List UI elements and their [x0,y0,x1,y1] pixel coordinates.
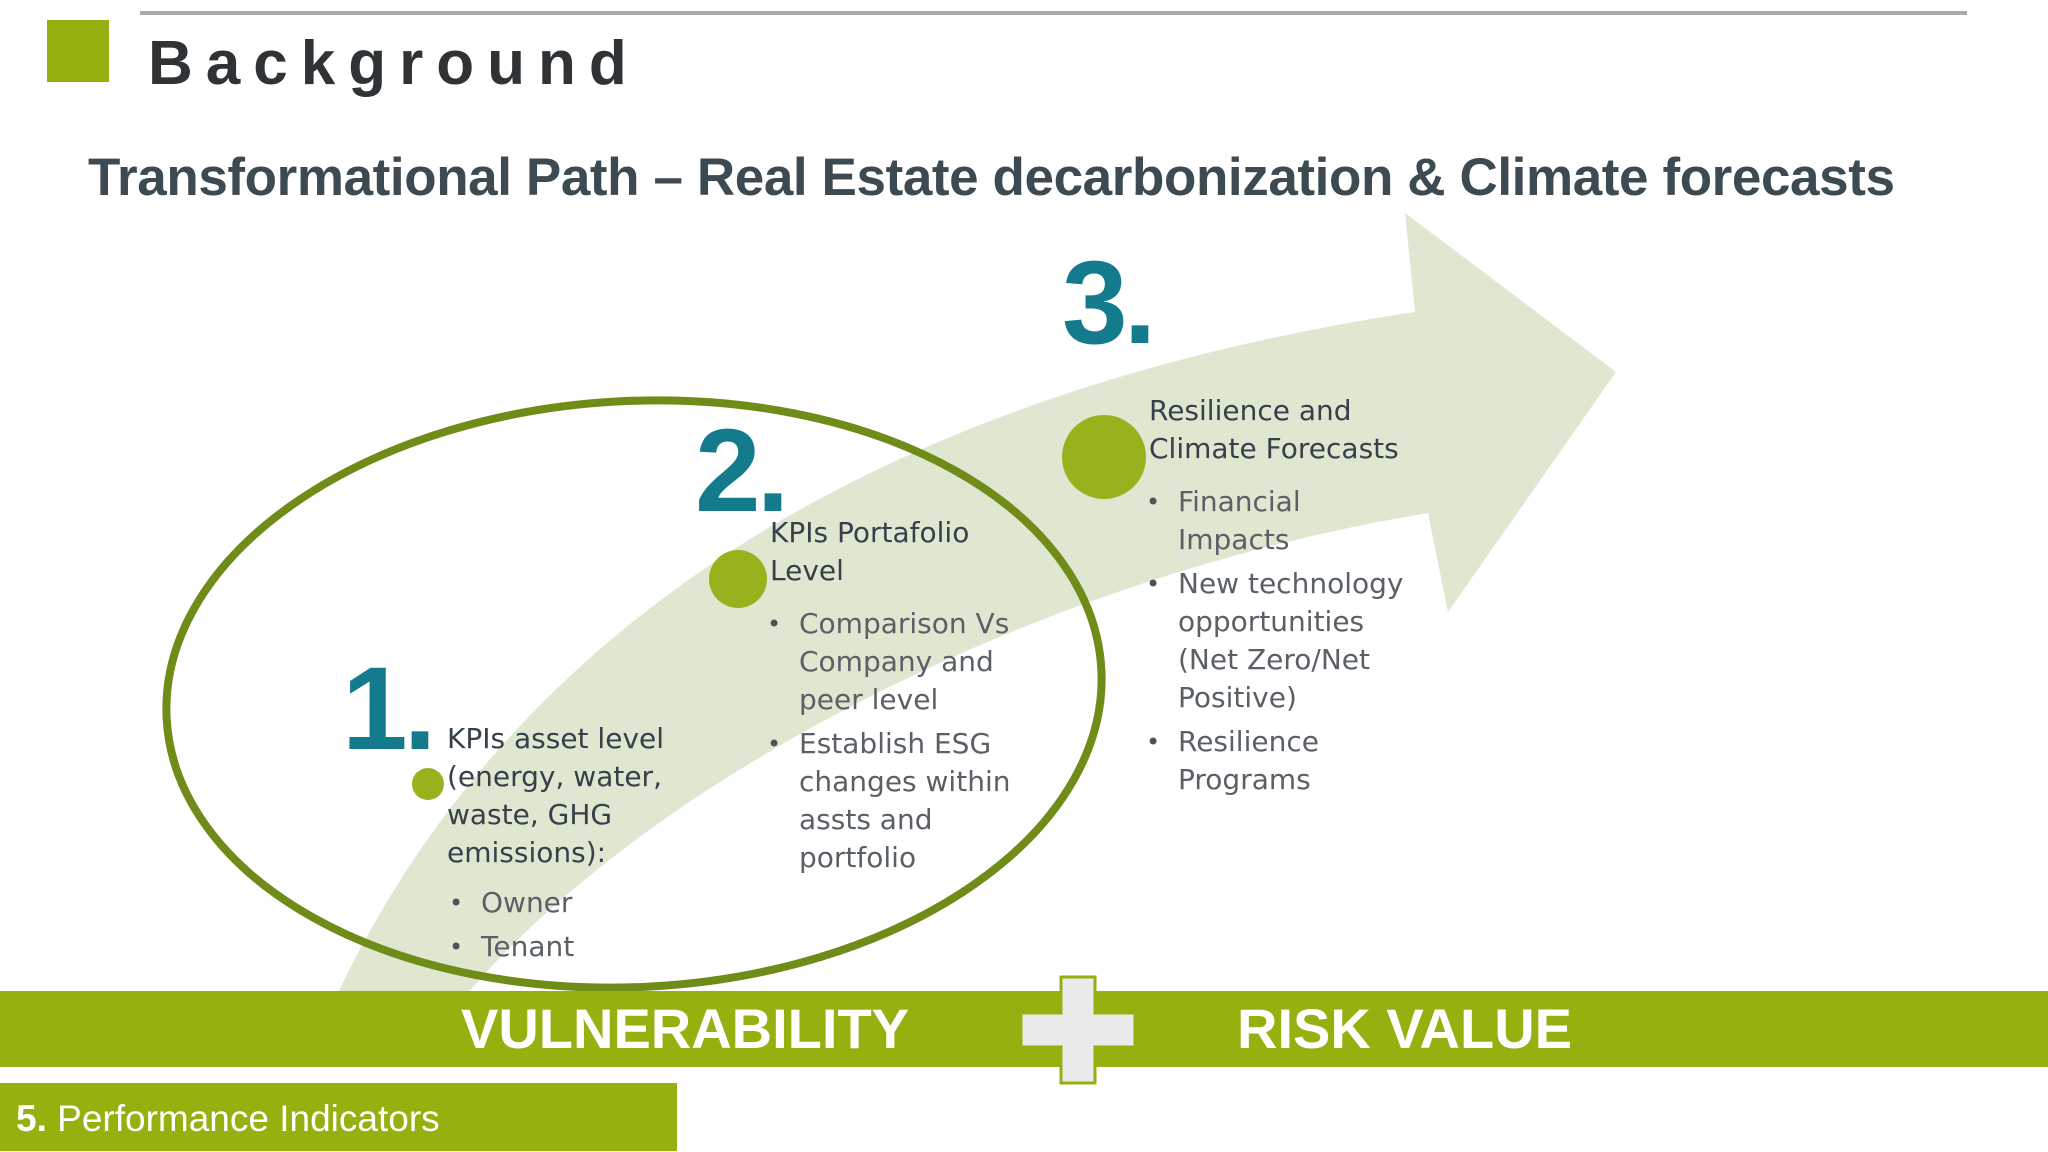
header-accent-square [47,20,109,82]
transformation-arrow [338,213,1616,993]
footer-section-title: Performance Indicators [57,1098,440,1139]
step-1-title: KPIs asset level (energy, water, waste, … [447,720,664,872]
step-1-bullet: Owner [443,884,574,922]
step-1-bullet-list: Owner Tenant [443,884,574,972]
step-3-bullet: Financial Impacts [1140,483,1403,559]
step-3-bullet: New technology opportunities (Net Zero/N… [1140,565,1403,717]
section-title: Background [148,29,640,98]
step-1-number: 1. [342,643,436,775]
step-2-title: KPIs Portafolio Level [770,514,969,590]
step-3-number: 3. [1062,237,1156,369]
step-3-dot-icon [1062,415,1146,499]
step-2-bullet-list: Comparison Vs Company and peer level Est… [761,605,1010,883]
step-2-bullet: Comparison Vs Company and peer level [761,605,1010,719]
step-1-dot-icon [412,768,444,800]
step-3-bullet-list: Financial Impacts New technology opportu… [1140,483,1403,805]
step-2-dot-icon [709,550,767,608]
slide-title: Transformational Path – Real Estate deca… [88,148,1895,207]
plus-icon [1019,975,1137,1085]
scope-ellipse [162,396,1106,992]
step-3-title-text: Resilience and Climate Forecasts [1149,394,1399,465]
step-1-title-text: KPIs asset level (energy, water, waste, … [447,722,665,869]
step-2-number: 2. [695,405,789,537]
footer-label: 5. Performance Indicators [16,1094,440,1144]
step-3-title: Resilience and Climate Forecasts [1149,392,1399,468]
footer-tab [0,1083,677,1151]
header-divider [140,11,1967,15]
step-2-bullet: Establish ESG changes within assts and p… [761,725,1010,877]
risk-value-label: RISK VALUE [1237,997,1572,1060]
footer-section-number: 5. [16,1098,47,1139]
step-3-bullet: Resilience Programs [1140,723,1403,799]
vulnerability-label: VULNERABILITY [461,997,909,1060]
step-1-bullet: Tenant [443,928,574,966]
step-2-title-text: KPIs Portafolio Level [770,516,970,587]
